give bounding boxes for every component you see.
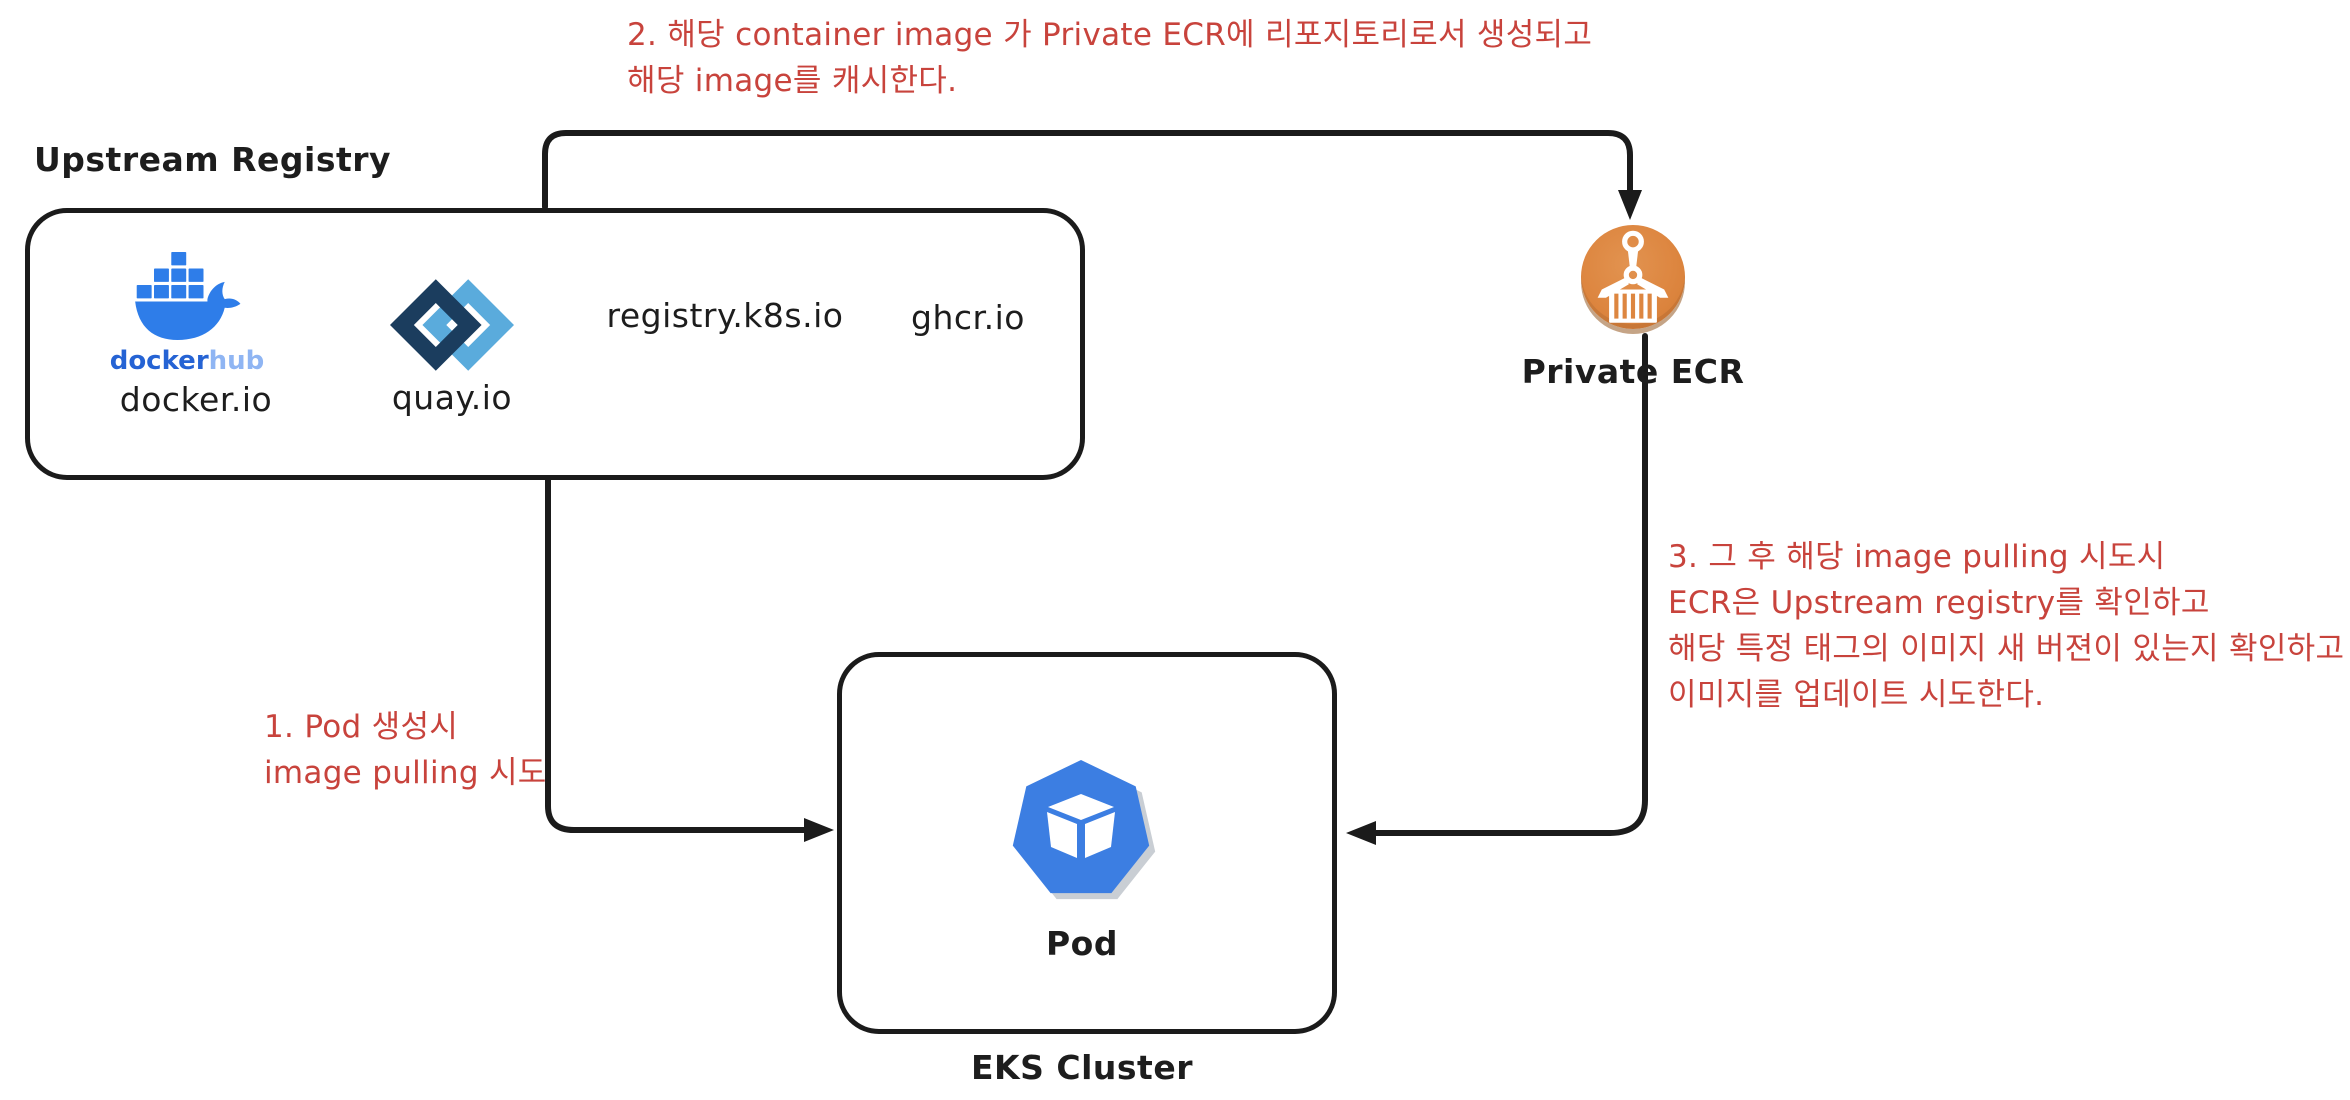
docker-hub-logo-text: dockerhub: [92, 346, 282, 376]
upstream-registry-title: Upstream Registry: [34, 140, 392, 179]
note-3-line-2: ECR은 Upstream registry를 확인하고: [1668, 585, 2210, 621]
arrow-upstream-to-eks: [545, 477, 834, 842]
private-ecr-icon: [1581, 225, 1685, 329]
note-3-line-1: 3. 그 후 해당 image pulling 시도시: [1668, 539, 2166, 575]
docker-logo-word: docker: [109, 346, 209, 376]
ecr-crane-container-glyph: [1597, 230, 1669, 323]
arrow-upstream-to-ecr: [542, 130, 1642, 220]
note-1: 1. Pod 생성시 image pulling 시도: [264, 704, 547, 796]
registry-k8s-io-label: registry.k8s.io: [606, 296, 844, 335]
hub-logo-word: hub: [208, 346, 265, 376]
upstream-registry-box: [25, 208, 1085, 480]
eks-cluster-label: EKS Cluster: [971, 1048, 1193, 1087]
docker-io-label: docker.io: [119, 380, 273, 419]
docker-whale-icon: [135, 252, 241, 340]
pod-label: Pod: [1046, 924, 1118, 963]
note-1-line-2: image pulling 시도: [264, 755, 547, 791]
note-2: 2. 해당 container image 가 Private ECR에 리포지…: [627, 12, 1592, 104]
quay-logo-icon: [390, 279, 514, 371]
note-1-line-1: 1. Pod 생성시: [264, 709, 459, 745]
pod-icon: [1012, 760, 1156, 900]
note-2-line-1: 2. 해당 container image 가 Private ECR에 리포지…: [627, 17, 1593, 53]
ghcr-io-label: ghcr.io: [911, 298, 1025, 337]
note-3: 3. 그 후 해당 image pulling 시도시 ECR은 Upstrea…: [1668, 534, 2344, 718]
private-ecr-label: Private ECR: [1521, 352, 1745, 391]
note-2-line-2: 해당 image를 캐시한다.: [627, 63, 958, 99]
arrow-ecr-to-eks: [1346, 333, 1648, 845]
quay-io-label: quay.io: [391, 378, 513, 417]
note-3-line-3: 해당 특정 태그의 이미지 새 버젼이 있는지 확인하고: [1668, 631, 2345, 667]
note-3-line-4: 이미지를 업데이트 시도한다.: [1668, 677, 2045, 713]
